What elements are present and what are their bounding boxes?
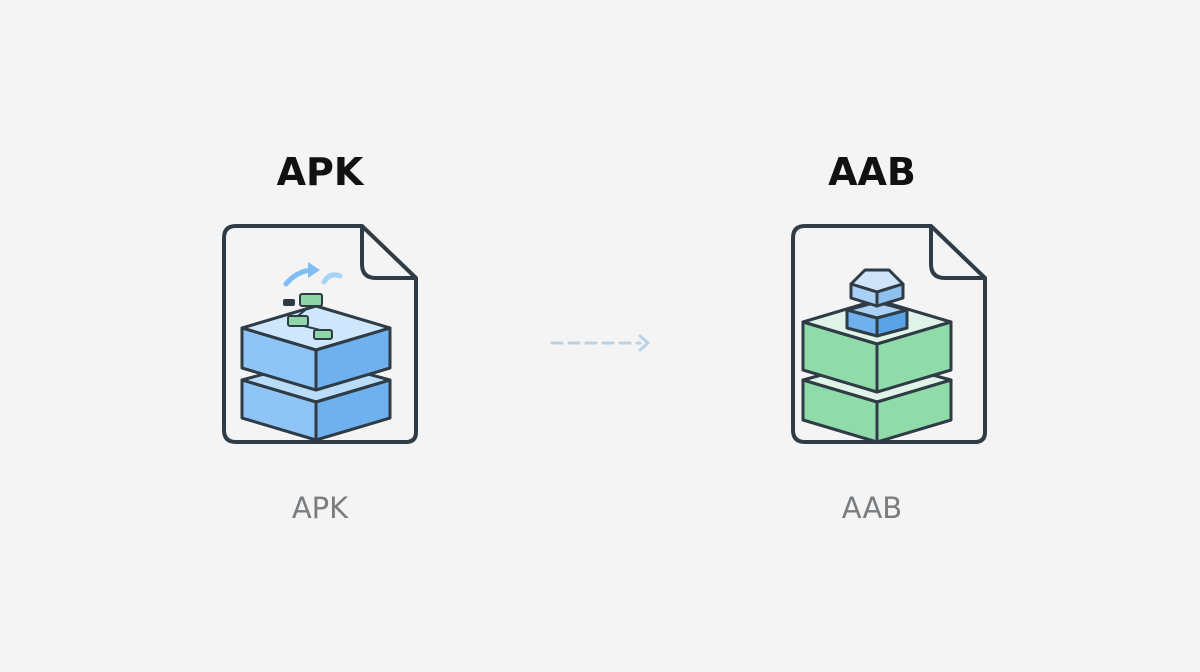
aab-caption: AAB	[841, 491, 903, 525]
aab-top-cube-icon	[849, 268, 905, 308]
aab-file-fold	[929, 226, 985, 280]
apk-component-details	[283, 293, 333, 340]
aab-file-icon	[791, 224, 987, 444]
aab-module-block	[845, 300, 909, 338]
apk-top-layer	[240, 304, 392, 392]
dashed-arrow-icon	[550, 334, 650, 352]
apk-file-fold	[360, 226, 416, 280]
apk-file-icon	[222, 224, 418, 444]
apk-floating-arrow-head	[308, 262, 320, 278]
apk-heading: APK	[276, 150, 364, 194]
apk-floating-wave	[321, 272, 343, 285]
aab-heading: AAB	[828, 150, 916, 194]
apk-floating-arrow	[283, 267, 313, 287]
apk-caption: APK	[291, 491, 349, 525]
